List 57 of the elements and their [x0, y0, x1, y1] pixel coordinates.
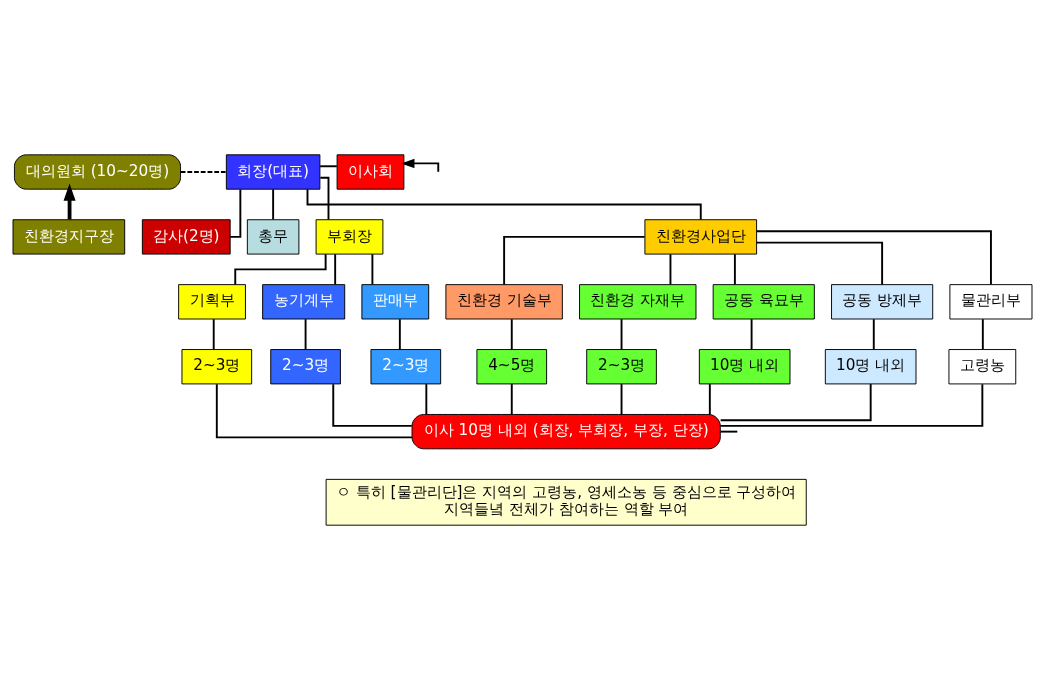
node-box: 2~3명 — [181, 348, 253, 384]
connector — [510, 317, 513, 350]
connector — [332, 382, 413, 427]
node-box: 농기계부 — [262, 283, 346, 319]
connector — [334, 252, 337, 285]
arrow — [63, 183, 76, 219]
node-box: 이사 10명 내외 (회장, 부회장, 부장, 단장) — [411, 413, 721, 449]
connector — [319, 176, 330, 220]
node-box: 물관리부 — [949, 283, 1033, 319]
connector — [755, 241, 884, 285]
connector — [620, 317, 623, 350]
node-box: 친환경지구장 — [12, 218, 126, 255]
node-box: 2~3명 — [586, 348, 657, 384]
node-box: ㅇ 특히 [물관리단]은 지역의 고령농, 영세소농 등 중심으로 구성하여 지역들녘 전체가 참여하는 역할 부여 — [325, 478, 807, 526]
node-box: 2~3명 — [370, 348, 442, 384]
node-box: 감사(2명) — [141, 218, 231, 255]
arrow — [401, 158, 440, 173]
node-box: 대의원회 (10~20명) — [13, 153, 181, 190]
node-box: 이사회 — [336, 153, 405, 190]
node-box: 친환경사업단 — [644, 218, 758, 255]
connector — [272, 187, 275, 220]
node-box: 2~3명 — [270, 348, 341, 384]
connector — [755, 229, 992, 285]
node-box: 공동 방제부 — [831, 283, 934, 319]
node-box: 친환경 자재부 — [579, 283, 697, 319]
node-box: 회장(대표) — [225, 153, 321, 190]
node-box: 친환경 기술부 — [445, 283, 563, 319]
node-box: 부회장 — [315, 218, 384, 255]
node-box: 기획부 — [178, 283, 246, 319]
connector — [398, 317, 401, 350]
node-box: 공동 육묘부 — [712, 283, 815, 319]
connector — [750, 317, 753, 350]
connector — [719, 382, 984, 427]
connector — [425, 382, 428, 415]
connector — [872, 317, 875, 350]
node-box: 4~5명 — [476, 348, 548, 384]
connector — [371, 252, 374, 285]
connector — [503, 235, 646, 285]
node-box: 10명 내외 — [698, 348, 791, 384]
connector — [215, 382, 413, 438]
node-box: 고령농 — [948, 348, 1017, 384]
connector — [669, 252, 672, 285]
connector — [719, 382, 872, 421]
connector — [304, 317, 307, 350]
connector — [179, 170, 228, 173]
connector — [229, 187, 242, 238]
connector — [719, 430, 739, 433]
node-box: 총무 — [246, 218, 300, 255]
connector — [620, 382, 623, 415]
node-box: 10명 내외 — [824, 348, 917, 384]
connector — [319, 164, 338, 167]
connector — [708, 382, 711, 415]
connector — [733, 252, 736, 285]
connector — [981, 317, 984, 350]
connector — [212, 317, 215, 350]
connector — [510, 382, 513, 415]
node-box: 판매부 — [361, 283, 430, 319]
